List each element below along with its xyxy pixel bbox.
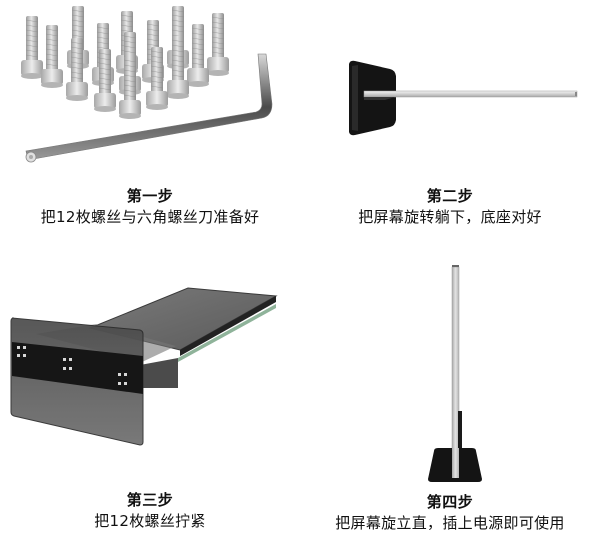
step-2-title: 第二步 — [426, 187, 474, 205]
step-3: 第三步 把12枚螺丝拧紧 — [0, 270, 300, 540]
step-1-description: 把12枚螺丝与六角螺丝刀准备好 — [40, 208, 260, 226]
screws-and-hex-key-icon — [20, 5, 273, 163]
screen-standing-upright-icon — [428, 265, 482, 482]
step-4: 第四步 把屏幕旋立直，插上电源即可使用 — [300, 255, 600, 540]
step-1: 第一步 把12枚螺丝与六角螺丝刀准备好 — [0, 0, 300, 240]
step-1-caption: 第一步 把12枚螺丝与六角螺丝刀准备好 — [0, 186, 300, 228]
step-4-caption: 第四步 把屏幕旋立直，插上电源即可使用 — [300, 492, 600, 534]
step-2: 第二步 把屏幕旋转躺下，底座对好 — [300, 0, 600, 240]
screen-lying-with-base-icon — [349, 60, 578, 136]
step-3-title: 第三步 — [126, 491, 174, 509]
step-4-title: 第四步 — [426, 493, 474, 511]
step-3-description: 把12枚螺丝拧紧 — [94, 512, 206, 530]
step-3-caption: 第三步 把12枚螺丝拧紧 — [0, 490, 300, 532]
base-bracket-tightening-icon — [10, 287, 278, 446]
step-1-title: 第一步 — [126, 187, 174, 205]
step-2-caption: 第二步 把屏幕旋转躺下，底座对好 — [300, 186, 600, 228]
step-2-description: 把屏幕旋转躺下，底座对好 — [358, 208, 542, 226]
step-4-description: 把屏幕旋立直，插上电源即可使用 — [335, 514, 565, 532]
